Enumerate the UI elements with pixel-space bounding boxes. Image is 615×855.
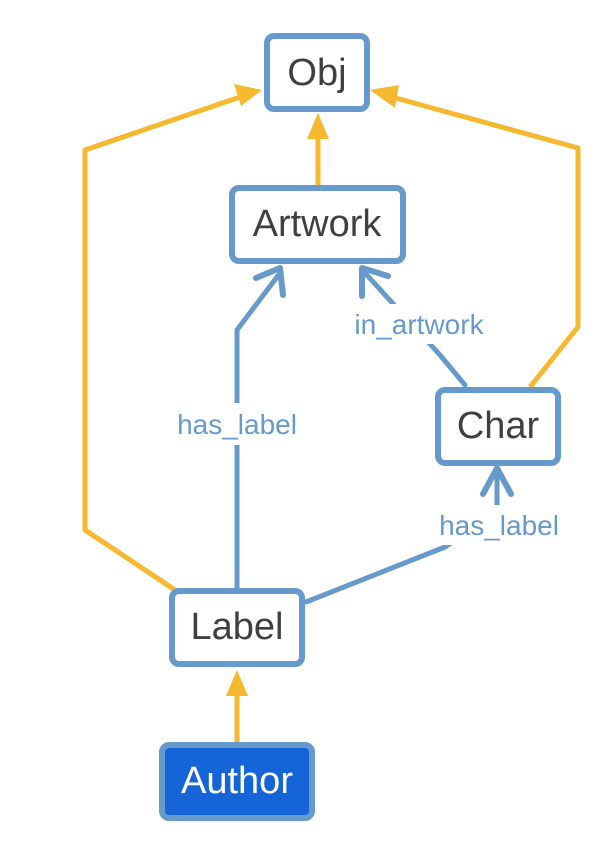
node-obj-label: Obj — [287, 52, 346, 94]
edge-label-bg — [428, 505, 570, 545]
edge-char-in-artwork — [362, 270, 468, 388]
arrowhead-char-obj — [370, 85, 399, 108]
edge-label-has-label-artwork — [234, 270, 283, 591]
arrowhead-artwork-obj — [307, 113, 329, 139]
arrowhead-author-label — [226, 670, 248, 696]
node-char-label: Char — [457, 405, 540, 447]
node-artwork[interactable]: Artwork — [229, 185, 406, 264]
node-char[interactable]: Char — [435, 387, 561, 466]
node-label[interactable]: Label — [169, 588, 305, 667]
node-author-label: Author — [181, 760, 293, 802]
inheritance-edges — [82, 84, 581, 742]
node-label-label: Label — [191, 606, 284, 648]
edge-label-has-label-2: has_label — [439, 510, 559, 541]
edge-label-bg — [166, 403, 308, 445]
arrowhead-label-obj — [234, 84, 262, 106]
edge-label-has-label-1: has_label — [177, 409, 297, 440]
edge-label-bg — [342, 304, 496, 344]
arrowhead-label-artwork — [253, 265, 286, 298]
arrowhead-label-char — [480, 465, 514, 497]
node-author[interactable]: Author — [159, 742, 315, 821]
edge-char-to-obj — [391, 94, 581, 389]
node-obj[interactable]: Obj — [264, 33, 370, 112]
edge-label-in-artwork: in_artwork — [354, 309, 484, 340]
edge-label-to-obj — [82, 94, 241, 593]
node-artwork-label: Artwork — [253, 203, 383, 245]
arrowhead-char-artwork — [359, 265, 391, 299]
